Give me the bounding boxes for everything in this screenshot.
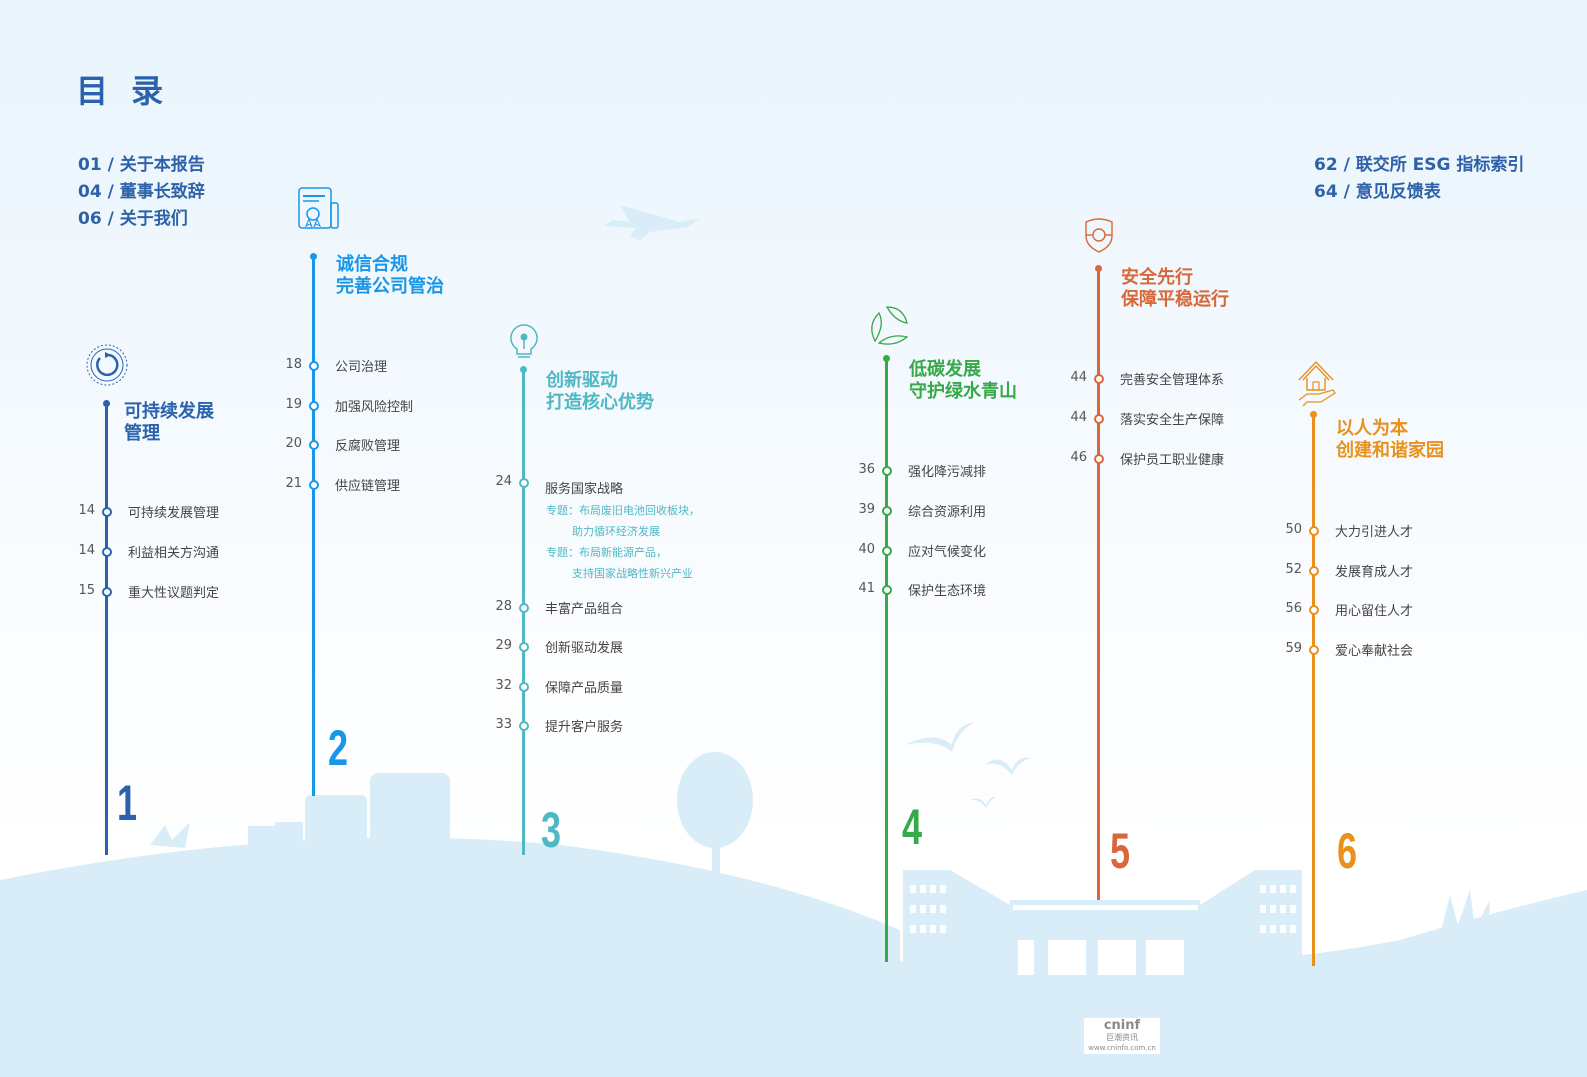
- toc-link-about-report[interactable]: 01 / 关于本报告: [78, 155, 205, 175]
- section-6-timeline: [1310, 411, 1317, 966]
- section-3-number: 3: [541, 802, 562, 858]
- section-4-title[interactable]: 低碳发展守护绿水青山: [909, 359, 1017, 402]
- section-2-timeline: [310, 253, 317, 796]
- section-2-title[interactable]: 诚信合规完善公司管治: [336, 254, 444, 297]
- special-topic-2[interactable]: 专题：布局新能源产品，: [546, 546, 667, 559]
- section-5-timeline: [1095, 265, 1102, 900]
- recycle-leaves-icon: [871, 306, 909, 345]
- airplane-icon: [604, 205, 700, 240]
- section-6-title[interactable]: 以人为本创建和谐家园: [1336, 418, 1444, 461]
- cninfo-watermark-logo: cninf 巨潮资讯 www.cninfo.com.cn: [1084, 1018, 1160, 1054]
- section-6-number: 6: [1337, 823, 1358, 879]
- special-topic-2-line2[interactable]: 支持国家战略性新兴产业: [572, 567, 693, 580]
- shield-icon: [1085, 218, 1113, 253]
- section-2-number: 2: [328, 720, 349, 776]
- section-1-number: 1: [117, 775, 138, 831]
- back-matter-list: 62 / 联交所 ESG 指标索引 64 / 意见反馈表: [1314, 152, 1524, 206]
- page-title: 目 录: [76, 72, 170, 110]
- section-4-number: 4: [902, 799, 923, 855]
- section-4-timeline: [883, 355, 890, 962]
- toc-link-chairman-statement[interactable]: 04 / 董事长致辞: [78, 182, 205, 202]
- section-5-title[interactable]: 安全先行保障平稳运行: [1121, 267, 1229, 310]
- certificate-icon: [298, 187, 339, 229]
- special-topic-1[interactable]: 专题：布局废旧电池回收板块，: [546, 504, 700, 517]
- toc-link-feedback-form[interactable]: 64 / 意见反馈表: [1314, 182, 1441, 202]
- toc-link-about-us[interactable]: 06 / 关于我们: [78, 209, 188, 229]
- section-1-timeline: [103, 400, 110, 855]
- front-matter-list: 01 / 关于本报告 04 / 董事长致辞 06 / 关于我们: [78, 152, 205, 233]
- cycle-arrow-icon: [86, 344, 128, 386]
- special-topic-1-line2[interactable]: 助力循环经济发展: [572, 525, 660, 538]
- toc-link-esg-index[interactable]: 62 / 联交所 ESG 指标索引: [1314, 155, 1525, 175]
- section-3-title[interactable]: 创新驱动打造核心优势: [546, 370, 654, 413]
- section-1-title[interactable]: 可持续发展管理: [124, 401, 214, 444]
- section-5-number: 5: [1110, 823, 1131, 879]
- lightbulb-icon: [510, 324, 538, 358]
- house-in-hand-icon: [1298, 360, 1336, 406]
